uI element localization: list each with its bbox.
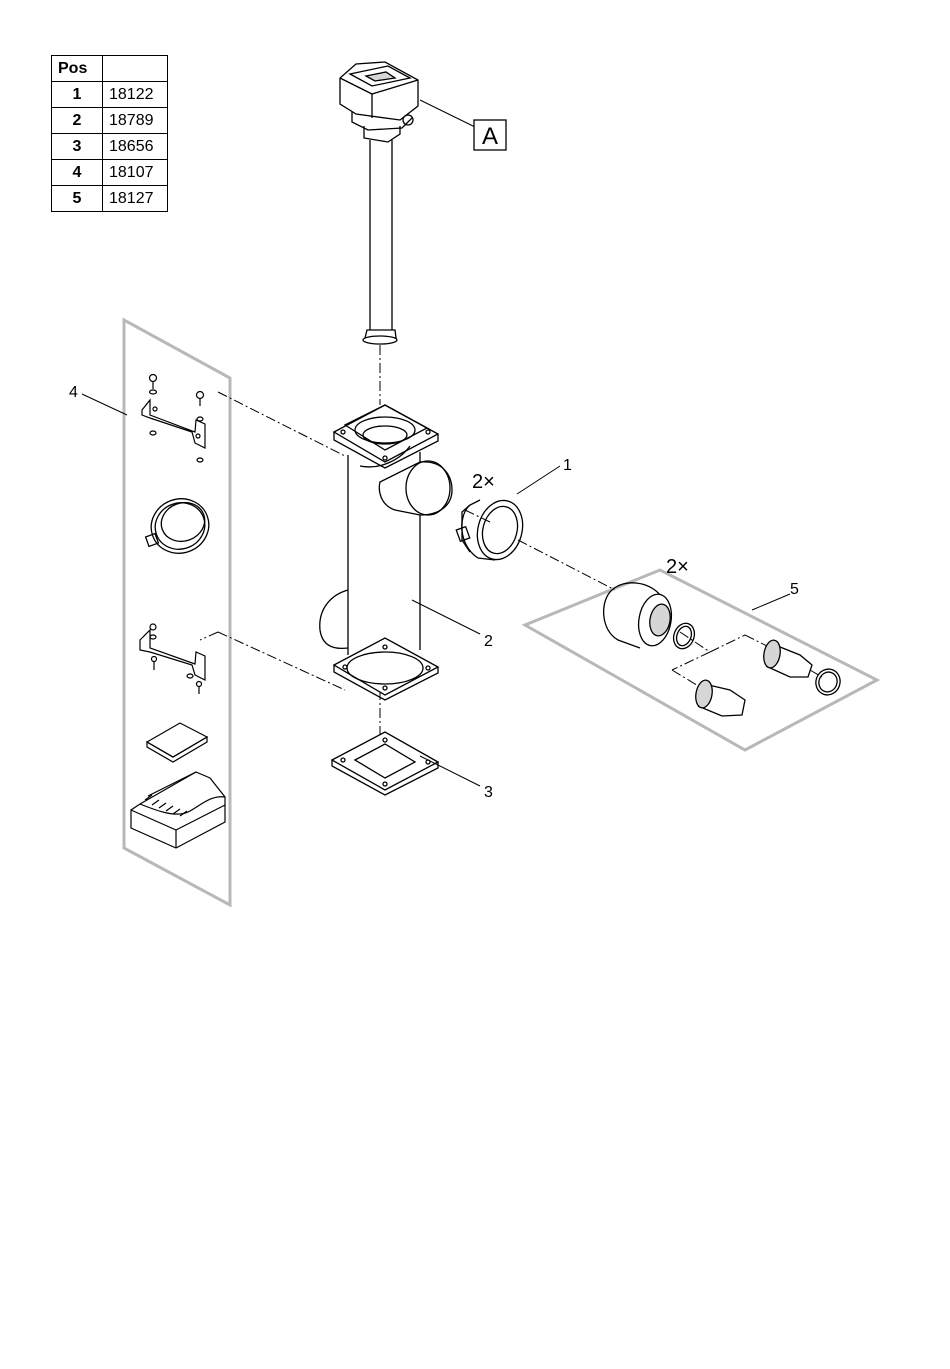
- ref-box-a: A: [474, 120, 506, 150]
- filter-housing: [320, 405, 452, 700]
- hose-adapter-panel: [525, 570, 877, 750]
- base-gasket: [332, 732, 438, 795]
- hose-clamp: [144, 491, 217, 562]
- callout-multiplier-part-5: 2×: [666, 556, 689, 578]
- wall-bracket-upper: [142, 375, 205, 463]
- assembly-lines: [200, 345, 822, 740]
- callout-multiplier-part-1: 2×: [472, 471, 495, 493]
- mounting-plate: [147, 723, 207, 762]
- stand-base: [131, 772, 225, 848]
- union-connector: [456, 495, 529, 564]
- callout-part-2: 2: [484, 633, 493, 650]
- leader-a: [420, 100, 475, 127]
- callout-part-1: 1: [563, 457, 572, 474]
- callout-part-4: 4: [69, 384, 78, 401]
- callout-part-5: 5: [790, 581, 799, 598]
- accessory-kit-panel: [124, 320, 230, 905]
- uvc-lamp-unit: [340, 62, 418, 344]
- detail-ref-label: A: [482, 123, 498, 150]
- callout-part-3: 3: [484, 784, 493, 801]
- wall-bracket-lower: [140, 624, 205, 694]
